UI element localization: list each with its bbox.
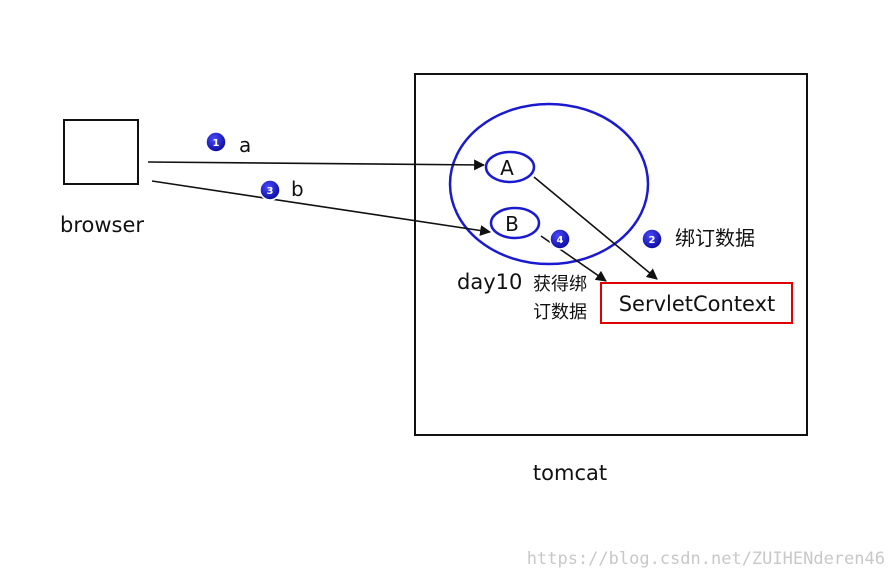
browser-box (63, 119, 139, 185)
svg-text:3: 3 (267, 186, 274, 197)
servlet-context-label: ServletContext (619, 292, 776, 316)
step-badge-4: 4 (549, 228, 571, 250)
servlet-context-box (600, 282, 793, 324)
request-a-label: a (239, 133, 251, 157)
bind-data-arrow (533, 176, 658, 280)
tomcat-box (414, 73, 808, 436)
servlet-b-label: B (505, 212, 519, 236)
request-a-arrow (147, 159, 486, 171)
browser-label: browser (60, 213, 144, 237)
day10-label: day10 (457, 270, 522, 294)
tomcat-label: tomcat (533, 461, 607, 485)
step-badge-1: 1 (205, 131, 227, 153)
request-b-label: b (291, 177, 304, 201)
request-b-arrow (151, 180, 492, 236)
step-badge-2: 2 (641, 228, 663, 250)
servlet-b-ellipse (489, 206, 541, 240)
servlet-a-ellipse (484, 150, 536, 184)
servlet-a-label: A (500, 156, 514, 180)
bind-data-label: 绑订数据 (675, 226, 755, 250)
get-data-label-line1: 获得绑 (533, 274, 587, 295)
get-data-label-line2: 订数据 (533, 302, 587, 323)
step-badge-3: 3 (259, 179, 281, 201)
svg-text:4: 4 (557, 235, 564, 246)
watermark-text: https://blog.csdn.net/ZUIHENderen46 (527, 549, 885, 569)
day10-app-ellipse (448, 102, 650, 266)
svg-text:2: 2 (649, 235, 656, 246)
svg-text:1: 1 (213, 138, 220, 149)
